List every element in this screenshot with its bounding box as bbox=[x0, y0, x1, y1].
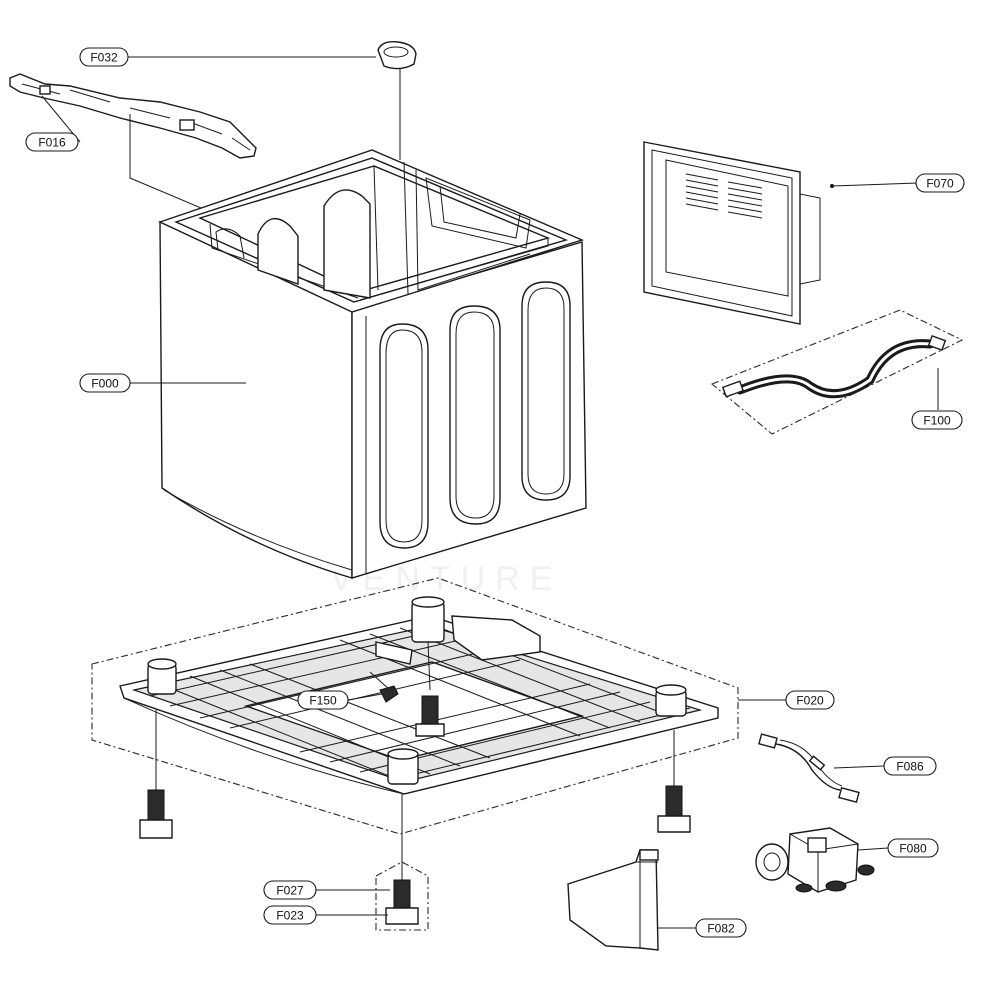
rear-panel-part bbox=[643, 141, 834, 325]
base-frame-part bbox=[91, 577, 739, 835]
label-f100: F100 bbox=[911, 410, 963, 430]
label-f150: F150 bbox=[297, 690, 349, 710]
label-f000-text: F000 bbox=[91, 377, 119, 391]
mounting-bracket-part bbox=[567, 849, 659, 951]
clip-part bbox=[377, 40, 417, 160]
hose-part bbox=[710, 309, 964, 435]
label-f100-text: F100 bbox=[923, 414, 951, 428]
label-f027-text: F027 bbox=[276, 884, 304, 898]
wire-harness-part bbox=[758, 733, 860, 804]
label-f032-text: F032 bbox=[90, 51, 118, 65]
top-bracket-part bbox=[9, 73, 259, 233]
label-f086: F086 bbox=[883, 756, 937, 776]
leader-lines bbox=[41, 56, 939, 929]
label-f023-text: F023 bbox=[276, 909, 304, 923]
label-f086-text: F086 bbox=[896, 760, 924, 774]
foot-bolts bbox=[139, 710, 691, 931]
label-f016-text: F016 bbox=[38, 136, 66, 150]
label-f070: F070 bbox=[915, 173, 965, 193]
label-f016: F016 bbox=[25, 132, 79, 152]
water-valve-part bbox=[755, 827, 875, 893]
label-f020-text: F020 bbox=[796, 694, 824, 708]
label-f020: F020 bbox=[785, 690, 835, 710]
label-f150-text: F150 bbox=[309, 694, 337, 708]
label-f027: F027 bbox=[263, 880, 317, 900]
label-f000: F000 bbox=[79, 373, 131, 393]
cabinet-part bbox=[158, 149, 587, 579]
label-f032: F032 bbox=[79, 47, 129, 67]
label-f082: F082 bbox=[695, 918, 747, 938]
label-f082-text: F082 bbox=[707, 922, 735, 936]
label-f080: F080 bbox=[887, 838, 939, 858]
label-f023: F023 bbox=[263, 905, 317, 925]
label-f070-text: F070 bbox=[926, 177, 954, 191]
label-f080-text: F080 bbox=[899, 842, 927, 856]
